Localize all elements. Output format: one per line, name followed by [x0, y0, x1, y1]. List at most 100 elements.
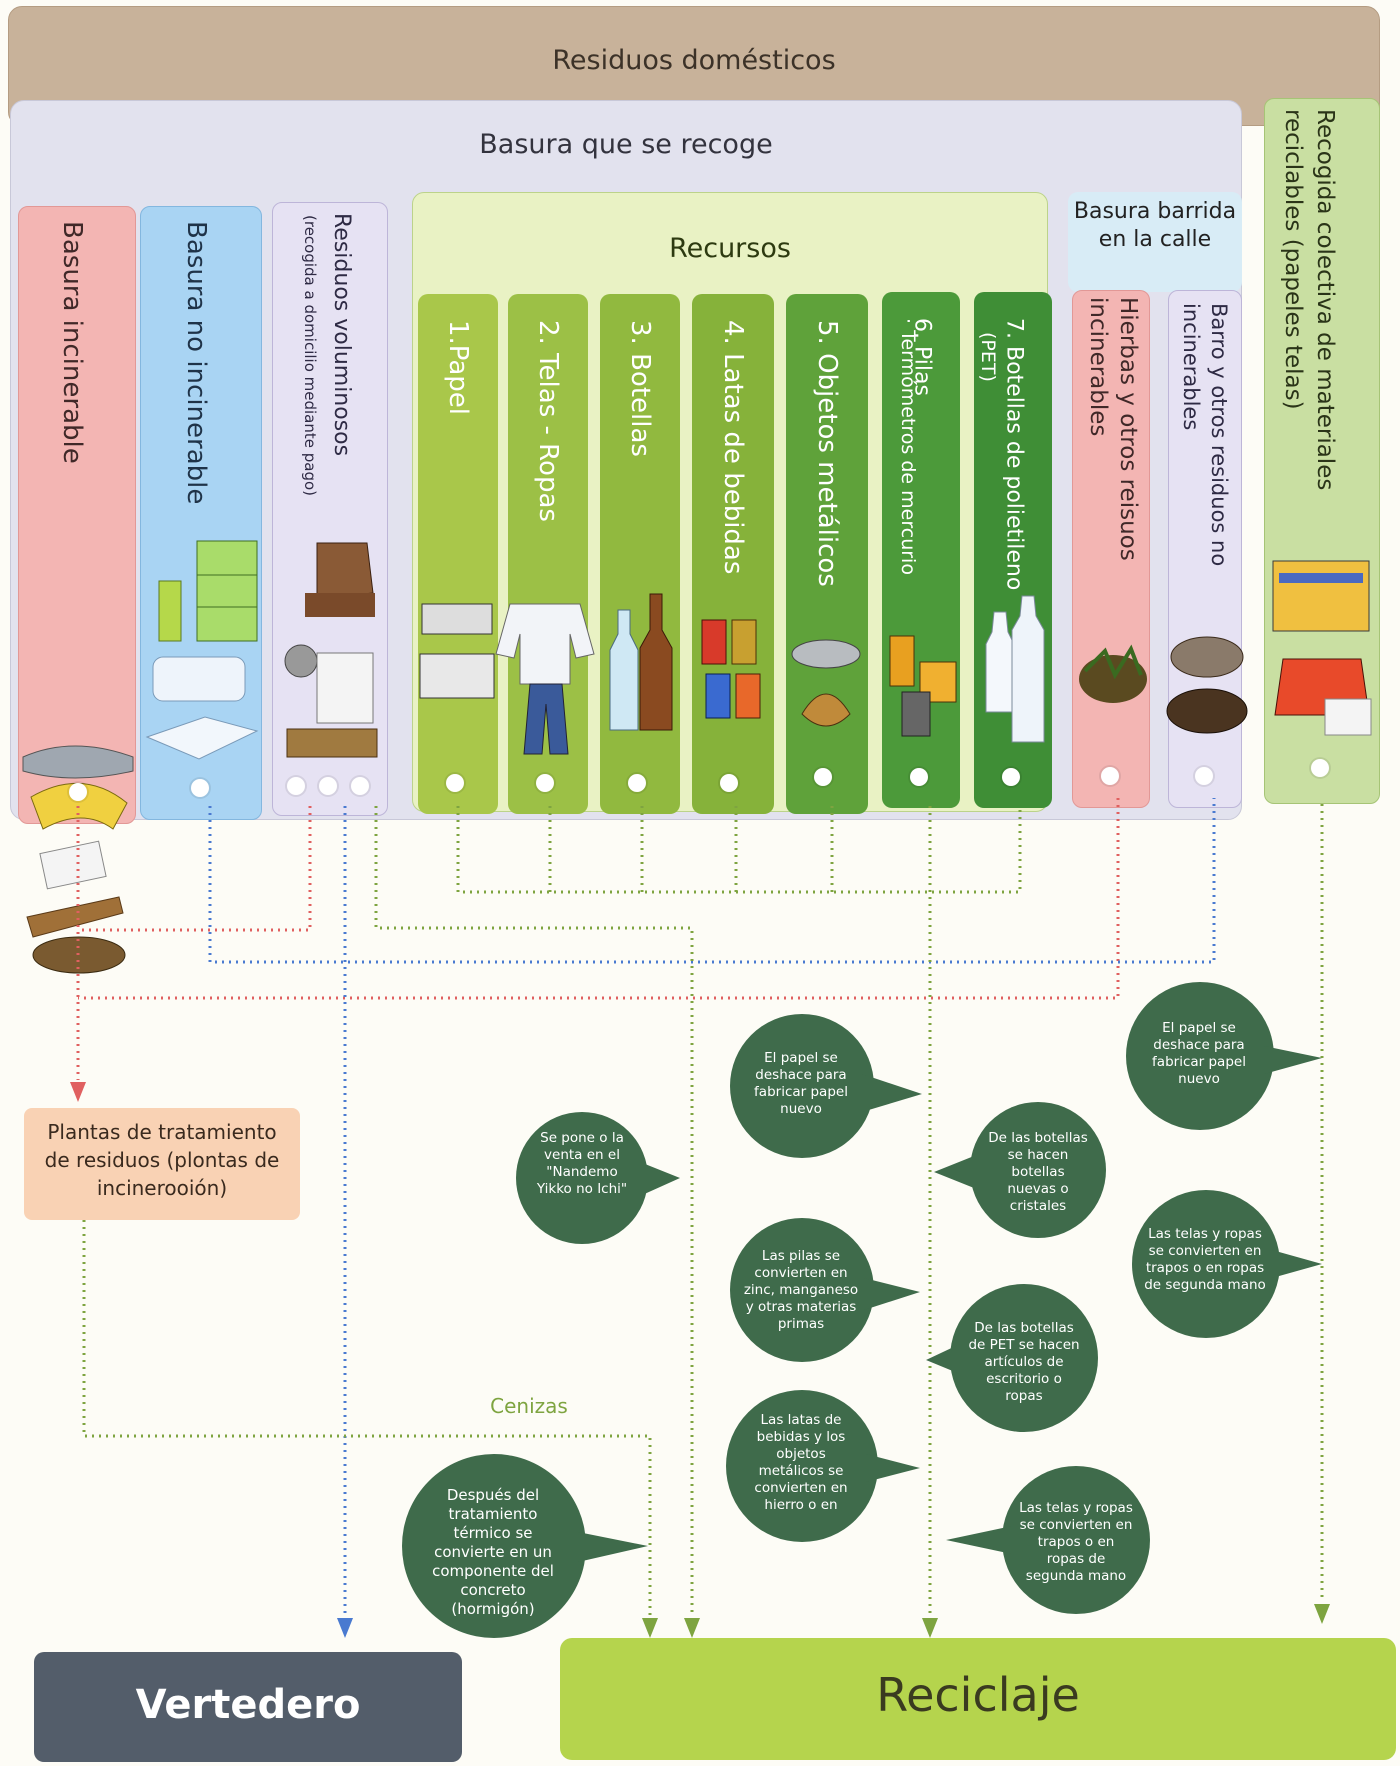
column-voluminosos-sub: (recogida a domicilio mediante pago)	[301, 215, 319, 497]
bundled-papers-clothes-icon	[1272, 560, 1372, 736]
resource-objetos: 5. Objetos metálicos	[786, 294, 868, 814]
glass-bottles-icon	[609, 593, 673, 731]
non-incinerable-items-icon	[145, 540, 259, 760]
resource-pet-label: 7. Botellas de polietileno	[1001, 318, 1027, 591]
basura-recoge-title: Basura que se recoge	[479, 129, 773, 160]
resource-pilas-label: 6. Pilas	[909, 318, 935, 396]
column-no-incinerable-label: Basura no incinerable	[181, 221, 211, 505]
column-hierbas-label: Hierbas y otros reisuos incinerables	[1085, 297, 1141, 561]
metal-pot-kettle-icon	[791, 639, 861, 727]
arrow-reciclaje-1	[642, 1618, 658, 1638]
resource-latas-node	[720, 774, 738, 792]
bubble-botellas-text: De las botellas se hacen botellas nuevas…	[988, 1130, 1088, 1214]
arrow-reciclaje-4	[1314, 1604, 1330, 1624]
resource-pet: 7. Botellas de polietileno (PET)	[974, 292, 1052, 808]
resource-pilas-node	[910, 768, 928, 786]
resource-pilas: 6. Pilas · Termómetros de mercurio	[882, 292, 960, 808]
resource-objetos-node	[814, 768, 832, 786]
column-recogida-colectiva-label: Recogida colectiva de materiales recicla…	[1280, 109, 1338, 491]
vertedero-label: Vertedero	[135, 1682, 361, 1728]
bubble-pet-text: De las botellas de PET se hacen artículo…	[968, 1320, 1080, 1404]
bubble-telas-1-text: Las telas y ropas se convierten en trapo…	[1144, 1226, 1266, 1293]
resource-papel: 1.Papel	[418, 294, 498, 814]
column-voluminosos: Residuos voluminosos (recogida a domicil…	[272, 202, 388, 816]
bubble-cenizas-text: Después del tratamiento térmico se convi…	[432, 1486, 554, 1618]
arrow-reciclaje-2	[684, 1618, 700, 1638]
flow-green-recursos	[456, 806, 1022, 894]
bubble-venta-text: Se pone o la venta en el "Nandemo Yikko …	[536, 1130, 628, 1197]
column-incinerable-node	[69, 783, 87, 801]
column-no-incinerable: Basura no incinerable	[140, 206, 262, 820]
resource-latas-label: 4. Latas de bebidas	[718, 320, 748, 575]
plantas-tratamiento-box: Plantas de tratamiento de residuos (plon…	[24, 1108, 300, 1220]
resource-telas-label: 2. Telas - Ropas	[533, 320, 563, 522]
cenizas-label: Cenizas	[490, 1394, 568, 1418]
basura-barrida-header: Basura barrida en la calle	[1068, 192, 1242, 292]
column-hierbas: Hierbas y otros reisuos incinerables	[1072, 290, 1150, 808]
resource-telas: 2. Telas - Ropas	[495, 294, 595, 814]
reciclaje-box: Reciclaje	[560, 1638, 1396, 1760]
batteries-icon	[889, 635, 957, 737]
bubble-shape-venta	[516, 1112, 648, 1244]
resource-objetos-label: 5. Objetos metálicos	[812, 320, 842, 587]
column-incinerable-label: Basura incinerable	[57, 221, 87, 464]
resource-telas-node	[536, 774, 554, 792]
column-incinerable: Basura incinerable	[18, 206, 136, 974]
basura-barrida-title: Basura barrida en la calle	[1073, 199, 1237, 252]
resource-botellas: 3. Botellas	[600, 294, 680, 814]
mud-stones-icon	[1166, 636, 1248, 734]
bubble-shape-telas-1	[1132, 1190, 1280, 1338]
column-voluminosos-label: Residuos voluminosos	[329, 213, 354, 457]
column-no-incinerable-node	[191, 779, 209, 797]
resource-papel-node	[446, 774, 464, 792]
bubble-papel-2-text: El papel se deshace para fabricar papel …	[1152, 1020, 1246, 1087]
resource-latas: 4. Latas de bebidas	[692, 294, 774, 814]
bulky-furniture-icon	[284, 542, 378, 758]
resource-pet-sub: (PET)	[977, 332, 999, 382]
bubble-papel-1-text: El papel se deshace para fabricar papel …	[754, 1050, 848, 1117]
weeds-icon	[1079, 644, 1147, 703]
arrow-vertedero	[337, 1618, 353, 1638]
bubble-shape-pet	[950, 1284, 1098, 1432]
bubble-telas-2-text: Las telas y ropas se convierten en trapo…	[1019, 1500, 1133, 1584]
pet-bottles-icon	[985, 595, 1045, 743]
drink-cans-icon	[701, 619, 761, 719]
arrow-reciclaje-3	[922, 1618, 938, 1638]
column-voluminosos-node-1	[287, 777, 305, 795]
bubble-latas-text: Las latas de bebidas y los objetos metál…	[754, 1412, 848, 1513]
column-recogida-colectiva: Recogida colectiva de materiales recicla…	[1264, 98, 1380, 804]
resource-botellas-label: 3. Botellas	[625, 320, 655, 457]
flow-red-hierbas	[78, 798, 1120, 1000]
resource-pet-node	[1002, 768, 1020, 786]
plantas-tratamiento-label: Plantas de tratamiento de residuos (plon…	[44, 1120, 280, 1200]
bubble-shape-papel-2	[1126, 982, 1274, 1130]
column-barro-node	[1195, 767, 1213, 785]
bubble-shape-cenizas	[402, 1454, 586, 1638]
reciclaje-label: Reciclaje	[876, 1668, 1080, 1722]
column-voluminosos-node-2	[319, 777, 337, 795]
column-hierbas-node	[1101, 767, 1119, 785]
bubble-shape-papel-1	[730, 1014, 874, 1158]
bubble-pilas-text: Las pilas se convierten en zinc, mangane…	[743, 1248, 859, 1332]
resource-papel-label: 1.Papel	[443, 320, 473, 415]
recursos-title: Recursos	[669, 233, 791, 264]
flow-green-cenizas	[82, 1220, 652, 1616]
column-barro: Barro y otros residuos no incinerables	[1166, 290, 1248, 808]
bubble-shape-latas	[726, 1390, 878, 1542]
bubble-shape-botellas	[970, 1102, 1106, 1238]
bubble-shape-pilas	[730, 1218, 874, 1362]
flow-blue-no-incinerable	[208, 798, 1216, 964]
bubble-shape-telas-2	[1002, 1466, 1150, 1614]
resource-pilas-sub: · Termómetros de mercurio	[897, 318, 919, 575]
resource-botellas-node	[628, 774, 646, 792]
vertedero-box: Vertedero	[34, 1652, 462, 1762]
paper-stack-icon	[419, 603, 495, 699]
clothes-icon	[495, 603, 595, 755]
column-barro-label: Barro y otros residuos no incinerables	[1179, 303, 1231, 567]
column-voluminosos-node-3	[351, 777, 369, 795]
flow-green-voluminosos	[374, 806, 694, 1616]
arrow-plantas	[70, 1082, 86, 1102]
residuos-domesticos-title: Residuos domésticos	[552, 45, 836, 76]
column-recogida-node	[1311, 759, 1329, 777]
